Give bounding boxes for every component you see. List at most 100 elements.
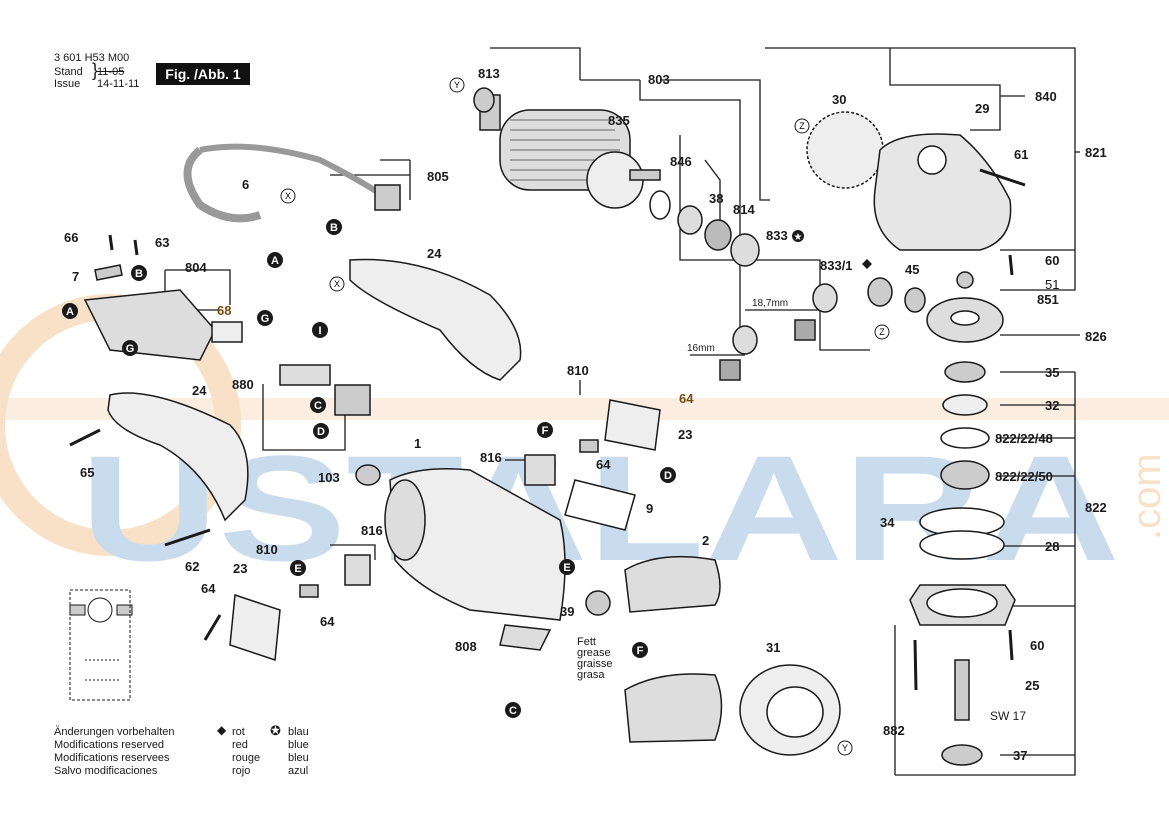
dimension-16mm: 16mm [687, 343, 715, 354]
part-68 [211, 321, 243, 343]
armature-part [479, 94, 661, 209]
marker-Y-guard: Y [837, 740, 853, 756]
marker-X-cable: X [280, 188, 296, 204]
ring-28 [919, 530, 1005, 560]
callout-23a: 23 [678, 427, 692, 442]
nut-45 [904, 287, 926, 313]
callout-64a: 64 [679, 391, 694, 406]
svg-text:E: E [563, 562, 570, 574]
connector-badges: B A B A G G I C D F D E E F C [62, 219, 676, 718]
callout-103: 103 [318, 470, 340, 485]
star-legend-icon: ✪ [270, 723, 281, 738]
pinion-833-1 [867, 277, 893, 307]
svg-text:F: F [542, 425, 549, 437]
circlip-822-22-48 [940, 427, 990, 449]
diamond-red-icon [862, 259, 872, 269]
ring-846 [649, 190, 671, 220]
callout-24a: 24 [192, 383, 207, 398]
screw-60b [1008, 629, 1014, 661]
svg-text:B: B [330, 222, 338, 234]
svg-text:A: A [271, 255, 279, 267]
badge-F-top: F [537, 422, 553, 438]
callout-805: 805 [427, 169, 449, 184]
capacitor-b [299, 584, 319, 598]
callout-822-22-48: 822/22/48 [995, 431, 1053, 446]
cable-clamp-7 [94, 264, 123, 281]
callout-7: 7 [72, 269, 79, 284]
callout-821: 821 [1085, 145, 1107, 160]
seal-32 [942, 394, 988, 416]
stand-date: 11-05 [97, 66, 125, 78]
svg-text:C: C [314, 400, 322, 412]
footer-note-0: Änderungen vorbehalten [54, 726, 175, 738]
callout-31: 31 [766, 640, 780, 655]
switch-880 [279, 364, 331, 386]
color-markers: ★ [792, 230, 872, 269]
brace-glyph: } [92, 60, 99, 80]
callout-816b: 816 [361, 523, 383, 538]
callout-6: 6 [242, 177, 249, 192]
blue-word-3: azul [288, 765, 309, 777]
red-word-1: red [232, 739, 248, 751]
diamond-legend-icon: ◆ [217, 723, 227, 737]
screw-65 [69, 428, 101, 447]
gear-30 [806, 111, 884, 189]
svg-text:B: B [135, 268, 143, 280]
badge-G-module: G [257, 310, 273, 326]
callout-65: 65 [80, 465, 94, 480]
plug-103 [355, 464, 381, 486]
callout-62: 62 [185, 559, 199, 574]
svg-text:Y: Y [454, 80, 460, 90]
stand-label: Stand [54, 66, 83, 78]
callout-63: 63 [155, 235, 169, 250]
callout-60a: 60 [1045, 253, 1059, 268]
bushing-51 [956, 271, 974, 289]
screw-62 [164, 528, 211, 547]
screw-66 [108, 234, 114, 251]
star-blue-icon [792, 230, 804, 242]
callout-24b: 24 [427, 246, 442, 261]
bearing-814 [704, 219, 732, 251]
screw-60a [1008, 254, 1014, 276]
grease-note-2: graisse [577, 658, 612, 670]
field-lower [624, 673, 723, 743]
footer-note-2: Modifications reservees [54, 752, 170, 764]
badge-A-cable: A [267, 252, 283, 268]
bearing-833-1 [812, 283, 838, 313]
svg-text:A: A [66, 306, 74, 318]
callout-833: 833 [766, 228, 788, 243]
callout-38: 38 [709, 191, 723, 206]
marker-Y-top: Y [449, 77, 465, 93]
screws-882 [913, 639, 918, 691]
svg-text:Z: Z [799, 121, 805, 131]
blue-word-2: bleu [288, 752, 309, 764]
electronic-module [334, 384, 371, 416]
svg-text:F: F [637, 645, 644, 657]
bearing-822-22-50 [940, 460, 990, 490]
callout-814: 814 [733, 202, 755, 217]
badge-C-module: C [310, 397, 326, 413]
plug-805 [374, 184, 401, 211]
callout-numbers: 813 803 835 846 38 814 833 833/1 30 840 … [64, 66, 1107, 763]
svg-text:D: D [664, 470, 672, 482]
callout-1: 1 [414, 436, 421, 451]
cover-23b [229, 593, 281, 662]
badge-E-left: E [290, 560, 306, 576]
callout-813: 813 [478, 66, 500, 81]
marker-Z-brush: Z [874, 324, 890, 340]
callout-51: 51 [1045, 277, 1059, 292]
figure-label: Fig. /Abb. 1 [156, 63, 250, 85]
badge-C-bottom: C [505, 702, 521, 718]
badge-F-bottom: F [632, 642, 648, 658]
blue-word-0: blau [288, 726, 309, 738]
callout-826: 826 [1085, 329, 1107, 344]
watermark-suffix: .com [1125, 453, 1169, 540]
blue-word-1: blue [288, 739, 309, 751]
svg-text:X: X [334, 279, 340, 289]
power-cord-805 [199, 143, 392, 203]
wiring-schematic [69, 589, 133, 701]
callout-835: 835 [608, 113, 630, 128]
svg-text:I: I [318, 325, 321, 337]
switch-housing-804 [83, 289, 216, 361]
callout-60b: 60 [1030, 638, 1044, 653]
